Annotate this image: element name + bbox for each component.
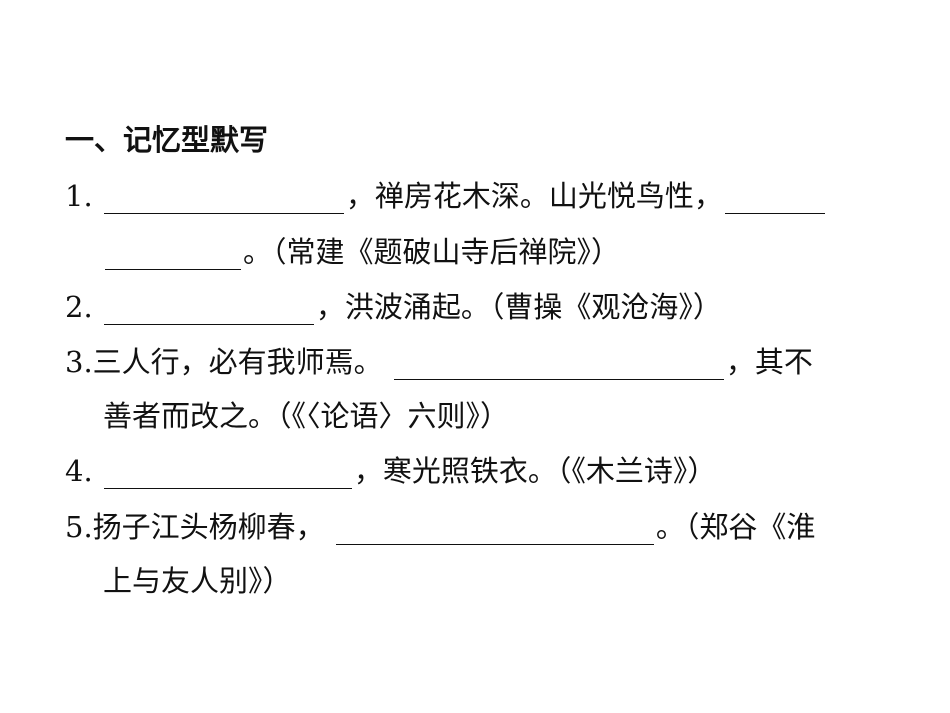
item-3: 3.三人行，必有我师焉。 ，其不 xyxy=(65,344,813,380)
item-text: ，洪波涌起。（曹操《观沧海》） xyxy=(315,290,722,324)
item-2: 2. ，洪波涌起。（曹操《观沧海》） xyxy=(65,289,722,325)
answer-blank[interactable] xyxy=(724,183,825,214)
item-5-cont: 上与友人别》） xyxy=(103,564,292,598)
answer-blank[interactable] xyxy=(393,349,724,380)
item-text: 。（常建《题破山寺后禅院》） xyxy=(243,235,621,269)
answer-blank[interactable] xyxy=(103,183,344,214)
item-text: ，寒光照铁衣。（《木兰诗》） xyxy=(353,454,717,488)
answer-blank[interactable] xyxy=(335,514,654,545)
item-1: 1. ，禅房花木深。山光悦鸟性， xyxy=(65,178,827,214)
item-number: 5. xyxy=(65,510,93,544)
item-text: ，其不 xyxy=(725,345,813,379)
item-text: 扬子江头杨柳春， xyxy=(92,510,325,544)
item-number: 3. xyxy=(65,345,93,379)
item-5: 5.扬子江头杨柳春， 。（郑谷《淮 xyxy=(65,509,815,545)
item-3-cont: 善者而改之。（《〈论语〉六则》） xyxy=(103,399,510,433)
item-text: 。（郑谷《淮 xyxy=(655,510,816,544)
answer-blank[interactable] xyxy=(103,458,352,489)
item-1-cont: 。（常建《题破山寺后禅院》） xyxy=(103,234,620,270)
answer-blank[interactable] xyxy=(105,239,241,270)
item-text: 三人行，必有我师焉。 xyxy=(92,345,383,379)
item-text: ，禅房花木深。山光悦鸟性， xyxy=(345,179,723,213)
item-number: 1. xyxy=(65,179,93,213)
section-title: 一、记忆型默写 xyxy=(65,123,269,157)
item-number: 2. xyxy=(65,290,93,324)
item-number: 4. xyxy=(65,454,93,488)
item-4: 4. ，寒光照铁衣。（《木兰诗》） xyxy=(65,453,716,489)
answer-blank[interactable] xyxy=(103,294,314,325)
